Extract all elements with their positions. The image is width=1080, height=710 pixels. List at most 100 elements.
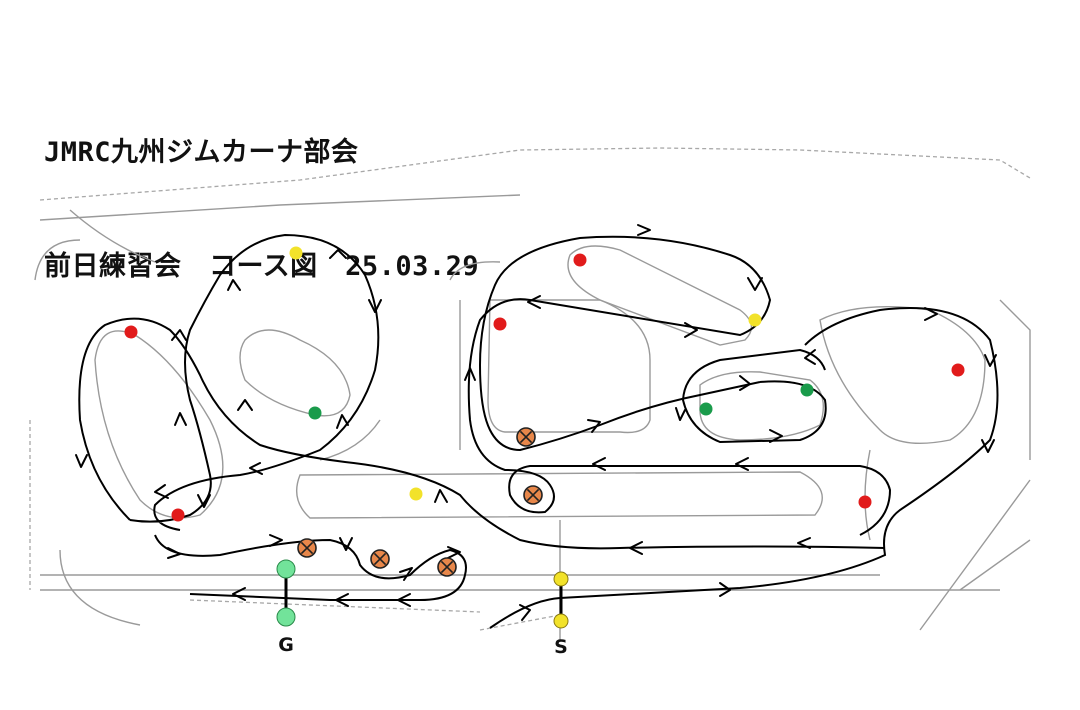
arrow xyxy=(684,322,698,338)
arrow xyxy=(75,454,88,468)
bottom-right-edge xyxy=(959,539,1031,591)
goal-label: G xyxy=(278,634,294,656)
pylon-cross xyxy=(440,560,454,574)
outer-edge-leftcorner xyxy=(34,239,81,281)
goal-marker-top xyxy=(276,559,296,579)
pylon-cross xyxy=(373,552,387,566)
arrow xyxy=(232,587,246,601)
arrow xyxy=(629,541,643,555)
arrow xyxy=(592,457,606,471)
arrow xyxy=(227,279,241,291)
pylon-marker xyxy=(437,557,457,577)
marker-yellow xyxy=(289,246,303,260)
start-gate: S xyxy=(553,571,569,658)
arrow xyxy=(719,582,731,597)
arrow xyxy=(397,593,411,607)
arrow xyxy=(434,489,448,503)
arrow xyxy=(747,277,763,291)
arrow xyxy=(527,295,541,309)
pylon-marker xyxy=(523,485,543,505)
arrow xyxy=(804,349,816,365)
arrow xyxy=(171,329,187,341)
arrow xyxy=(675,407,686,421)
arrow xyxy=(154,484,169,499)
route-line-5 xyxy=(467,235,892,536)
outer-edge-left xyxy=(69,209,156,263)
route-line-6 xyxy=(681,348,827,444)
goal-gate: G xyxy=(276,559,296,656)
island-long-strip xyxy=(296,471,823,519)
marker-yellow xyxy=(409,487,423,501)
marker-red xyxy=(171,508,185,522)
island-rect xyxy=(487,299,651,434)
outer-edge-top xyxy=(39,194,521,221)
marker-green xyxy=(699,402,713,416)
arrow xyxy=(339,537,353,551)
direction-arrows xyxy=(75,224,997,621)
route-line-3 xyxy=(129,233,380,531)
outer-edge-bottomleft xyxy=(59,549,141,626)
marker-red xyxy=(573,253,587,267)
arrow xyxy=(329,249,347,259)
island-small-right xyxy=(699,371,824,441)
arrow xyxy=(249,462,263,475)
arrow xyxy=(739,375,751,391)
island-upper xyxy=(567,245,753,346)
arrow xyxy=(769,429,783,443)
marker-yellow xyxy=(748,313,762,327)
route-line-4 xyxy=(154,534,467,601)
bottom-right-edge-2 xyxy=(919,479,1031,631)
arrow xyxy=(336,414,349,429)
turn-pylons xyxy=(297,427,543,577)
title-line-2: 前日練習会 コース図 25.03.29 xyxy=(44,251,480,282)
pylon-cross xyxy=(300,541,314,555)
arrow xyxy=(335,593,349,607)
markers xyxy=(124,246,965,522)
arrow xyxy=(519,604,531,621)
island-center-left xyxy=(239,329,351,417)
marker-red xyxy=(858,495,872,509)
right-edge xyxy=(999,299,1031,460)
pylon-cross xyxy=(519,430,533,444)
arrow xyxy=(269,534,283,547)
title-block: JMRC九州ジムカーナ部会 前日練習会 コース図 25.03.29 xyxy=(44,58,479,324)
goal-marker-bottom xyxy=(276,607,296,627)
arrow xyxy=(587,419,601,433)
arrow xyxy=(984,354,997,367)
arrow xyxy=(797,537,811,549)
arrow xyxy=(735,457,749,471)
road-curve-3 xyxy=(864,449,871,541)
track-background xyxy=(29,147,1031,640)
pylon-marker xyxy=(297,538,317,558)
route-line-2 xyxy=(78,317,886,550)
start-marker-top xyxy=(553,571,569,587)
road-curve-2 xyxy=(319,419,381,461)
arrow xyxy=(174,412,187,426)
pylon-cross xyxy=(526,488,540,502)
marker-red xyxy=(493,317,507,331)
marker-green xyxy=(800,383,814,397)
arrow xyxy=(237,399,253,411)
arrow xyxy=(637,224,651,236)
pylon-marker xyxy=(370,549,390,569)
arrow xyxy=(399,567,413,581)
arrow xyxy=(981,439,995,453)
marker-red xyxy=(951,363,965,377)
title-line-1: JMRC九州ジムカーナ部会 xyxy=(44,137,359,168)
arrow xyxy=(447,546,461,559)
driving-route xyxy=(78,233,999,629)
arrow xyxy=(197,494,211,508)
start-marker-bottom xyxy=(553,613,569,629)
arrow xyxy=(464,367,476,381)
bottom-dashed-area xyxy=(189,599,481,613)
start-label: S xyxy=(554,636,568,658)
route-line-1 xyxy=(489,307,999,629)
outer-boundary-top xyxy=(39,147,1031,201)
arrow xyxy=(368,299,382,313)
pylon-marker xyxy=(516,427,536,447)
marker-green xyxy=(308,406,322,420)
arrow xyxy=(924,307,938,321)
marker-red xyxy=(124,325,138,339)
road-curve-1 xyxy=(449,261,501,281)
arrow xyxy=(167,547,181,559)
